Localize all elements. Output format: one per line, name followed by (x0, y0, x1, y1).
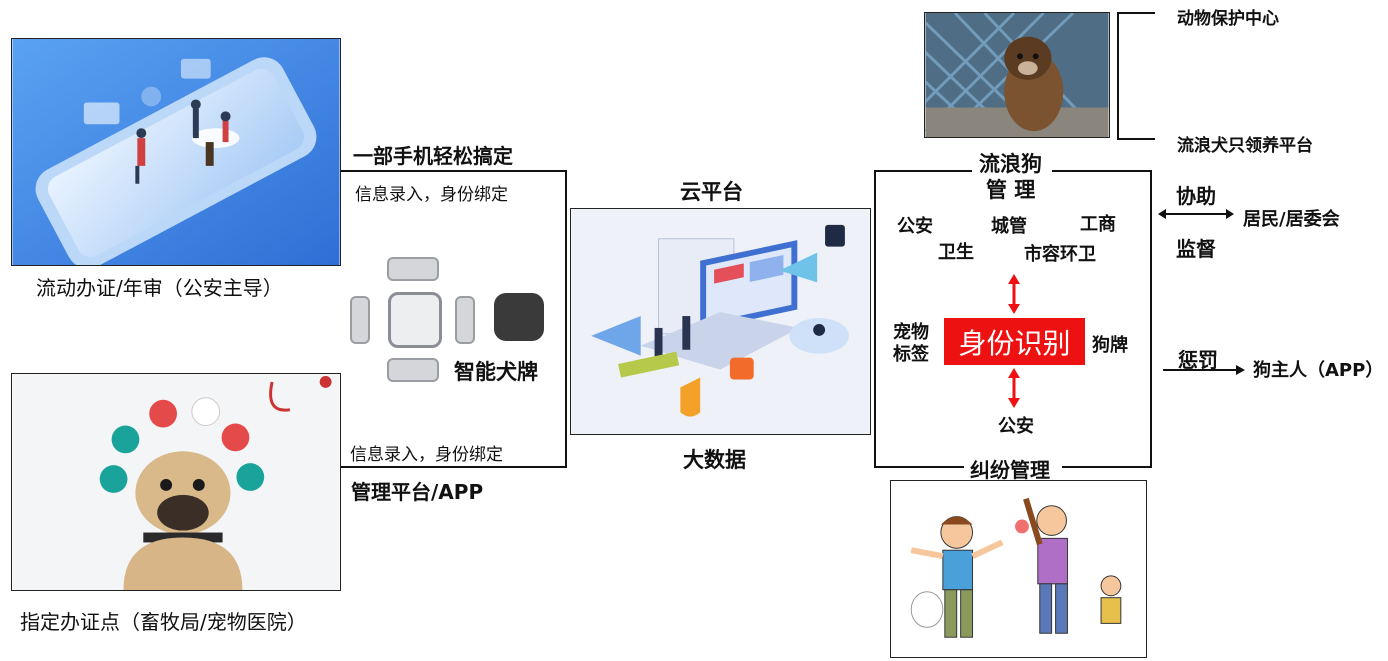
smart-tag-device-center (388, 292, 442, 348)
dispute-management-label: 纠纷管理 (970, 458, 1050, 482)
mobile-office-caption: 流动办证/年审（公安主导） (36, 276, 283, 300)
dog-owner-label: 狗主人（APP） (1253, 360, 1384, 381)
mgmt-box-left (874, 170, 876, 468)
info-entry-bottom-label: 信息录入，身份绑定 (350, 445, 503, 465)
animal-protection-center-label: 动物保护中心 (1177, 9, 1279, 29)
punish-label: 惩罚 (1178, 348, 1218, 372)
dispute-cartoon (890, 480, 1147, 658)
dog-tag-label: 狗牌 (1092, 335, 1128, 356)
pet-clinic-illustration (11, 373, 341, 591)
mgmt-box-bottom-right (1062, 466, 1152, 468)
mgmt-box-top-right (1052, 170, 1152, 172)
mgmt-box-top (874, 170, 972, 172)
smart-tag-device-bottom (387, 358, 439, 382)
mobile-office-illustration (11, 38, 341, 266)
assist-label: 协助 (1176, 184, 1216, 208)
left-vertical-connector (565, 170, 567, 468)
dispute-cartoon-image (891, 481, 1146, 657)
big-data-label: 大数据 (683, 448, 746, 472)
smart-tag-label: 智能犬牌 (454, 360, 538, 384)
agency-commerce: 工商 (1080, 214, 1116, 235)
identity-up-arrow (1008, 274, 1020, 314)
agency-police: 公安 (897, 216, 933, 237)
phone-meeting-image (12, 39, 340, 265)
smart-tag-device-left (350, 296, 370, 344)
one-phone-label: 一部手机轻松搞定 (353, 144, 513, 168)
stray-dog-photo (924, 12, 1110, 138)
stray-bracket-top (1117, 12, 1155, 14)
punish-arrow (1163, 365, 1245, 375)
stray-dog-title: 流浪狗 (979, 152, 1042, 176)
pet-clinic-caption: 指定办证点（畜牧局/宠物医院） (20, 610, 307, 634)
residents-label: 居民/居委会 (1243, 209, 1340, 230)
stray-bracket-vertical (1117, 12, 1119, 140)
stray-puppy-image (925, 13, 1109, 137)
mgmt-box-right (1150, 170, 1152, 468)
agency-sanitation: 市容环卫 (1024, 244, 1096, 265)
smart-tag-device-top (387, 257, 439, 281)
smart-tag-device-grid (494, 293, 544, 341)
cloud-bigdata-illustration (570, 208, 871, 435)
laptop-security-image (571, 209, 870, 434)
mgmt-box-bottom-left (874, 466, 964, 468)
supervise-label: 监督 (1176, 237, 1216, 261)
identity-down-arrow (1008, 368, 1020, 408)
bottom-police-label: 公安 (998, 416, 1034, 437)
identity-recognition-badge: 身份识别 (944, 318, 1085, 365)
management-app-label: 管理平台/APP (351, 480, 484, 504)
stray-management-title: 管 理 (986, 178, 1036, 202)
pet-tag-label: 宠物 标签 (893, 322, 929, 365)
adoption-platform-label: 流浪犬只领养平台 (1177, 136, 1313, 156)
bottom-connector-line (341, 466, 567, 468)
stray-bracket-bottom (1117, 138, 1155, 140)
info-entry-top-label: 信息录入，身份绑定 (355, 185, 508, 205)
assist-double-arrow (1158, 209, 1234, 219)
smart-tag-device-side (455, 296, 475, 344)
agency-urban: 城管 (991, 216, 1027, 237)
pug-medical-image (12, 374, 340, 590)
agency-health: 卫生 (938, 242, 974, 263)
cloud-platform-label: 云平台 (680, 180, 743, 204)
top-connector-line (341, 170, 567, 172)
